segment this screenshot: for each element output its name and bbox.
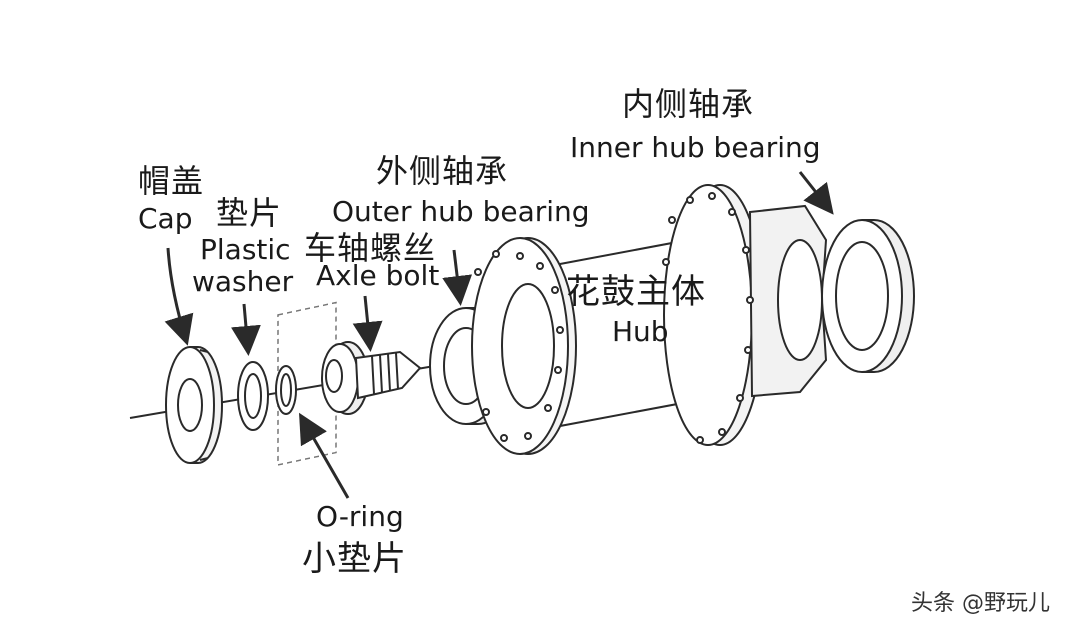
- axle-bolt-part: [321, 341, 422, 415]
- axle-bolt-label-en: Axle bolt: [316, 259, 440, 292]
- axle-bolt-arrow: [352, 295, 383, 352]
- hub-label-en: Hub: [612, 315, 669, 348]
- plastic-washer-label-zh: 垫片: [216, 194, 283, 232]
- cap-arrow: [164, 247, 194, 346]
- inner-bearing-arrow: [798, 171, 834, 215]
- inner-bearing-label-en: Inner hub bearing: [570, 131, 821, 164]
- cap-part: [165, 346, 223, 464]
- watermark: 头条 @野玩儿: [911, 591, 1050, 616]
- outer-bearing-label-en: Outer hub bearing: [332, 195, 590, 228]
- cap-label-zh: 帽盖: [138, 162, 205, 200]
- o-ring-part: [275, 365, 297, 415]
- o-ring-dashed-box: [277, 301, 337, 466]
- plastic-washer-part: [237, 361, 269, 431]
- inner-bearing-part: [821, 219, 915, 373]
- o-ring-label-zh: 小垫片: [302, 539, 407, 579]
- cap-label-en: Cap: [138, 202, 193, 235]
- washer-arrow: [230, 303, 261, 356]
- axle-bolt-label-zh: 车轴螺丝: [304, 229, 437, 267]
- outer-bearing-label-zh: 外侧轴承: [376, 152, 509, 190]
- o-ring-arrow: [299, 412, 350, 499]
- hub-label-zh: 花鼓主体: [566, 272, 706, 312]
- o-ring-label-en: O-ring: [316, 500, 404, 533]
- outer-bearing-arrow: [442, 249, 473, 306]
- plastic-washer-label-en1: Plastic: [200, 233, 291, 266]
- hub-body-part: [471, 184, 828, 455]
- plastic-washer-label-en2: washer: [192, 265, 294, 298]
- inner-bearing-label-zh: 内侧轴承: [622, 85, 755, 123]
